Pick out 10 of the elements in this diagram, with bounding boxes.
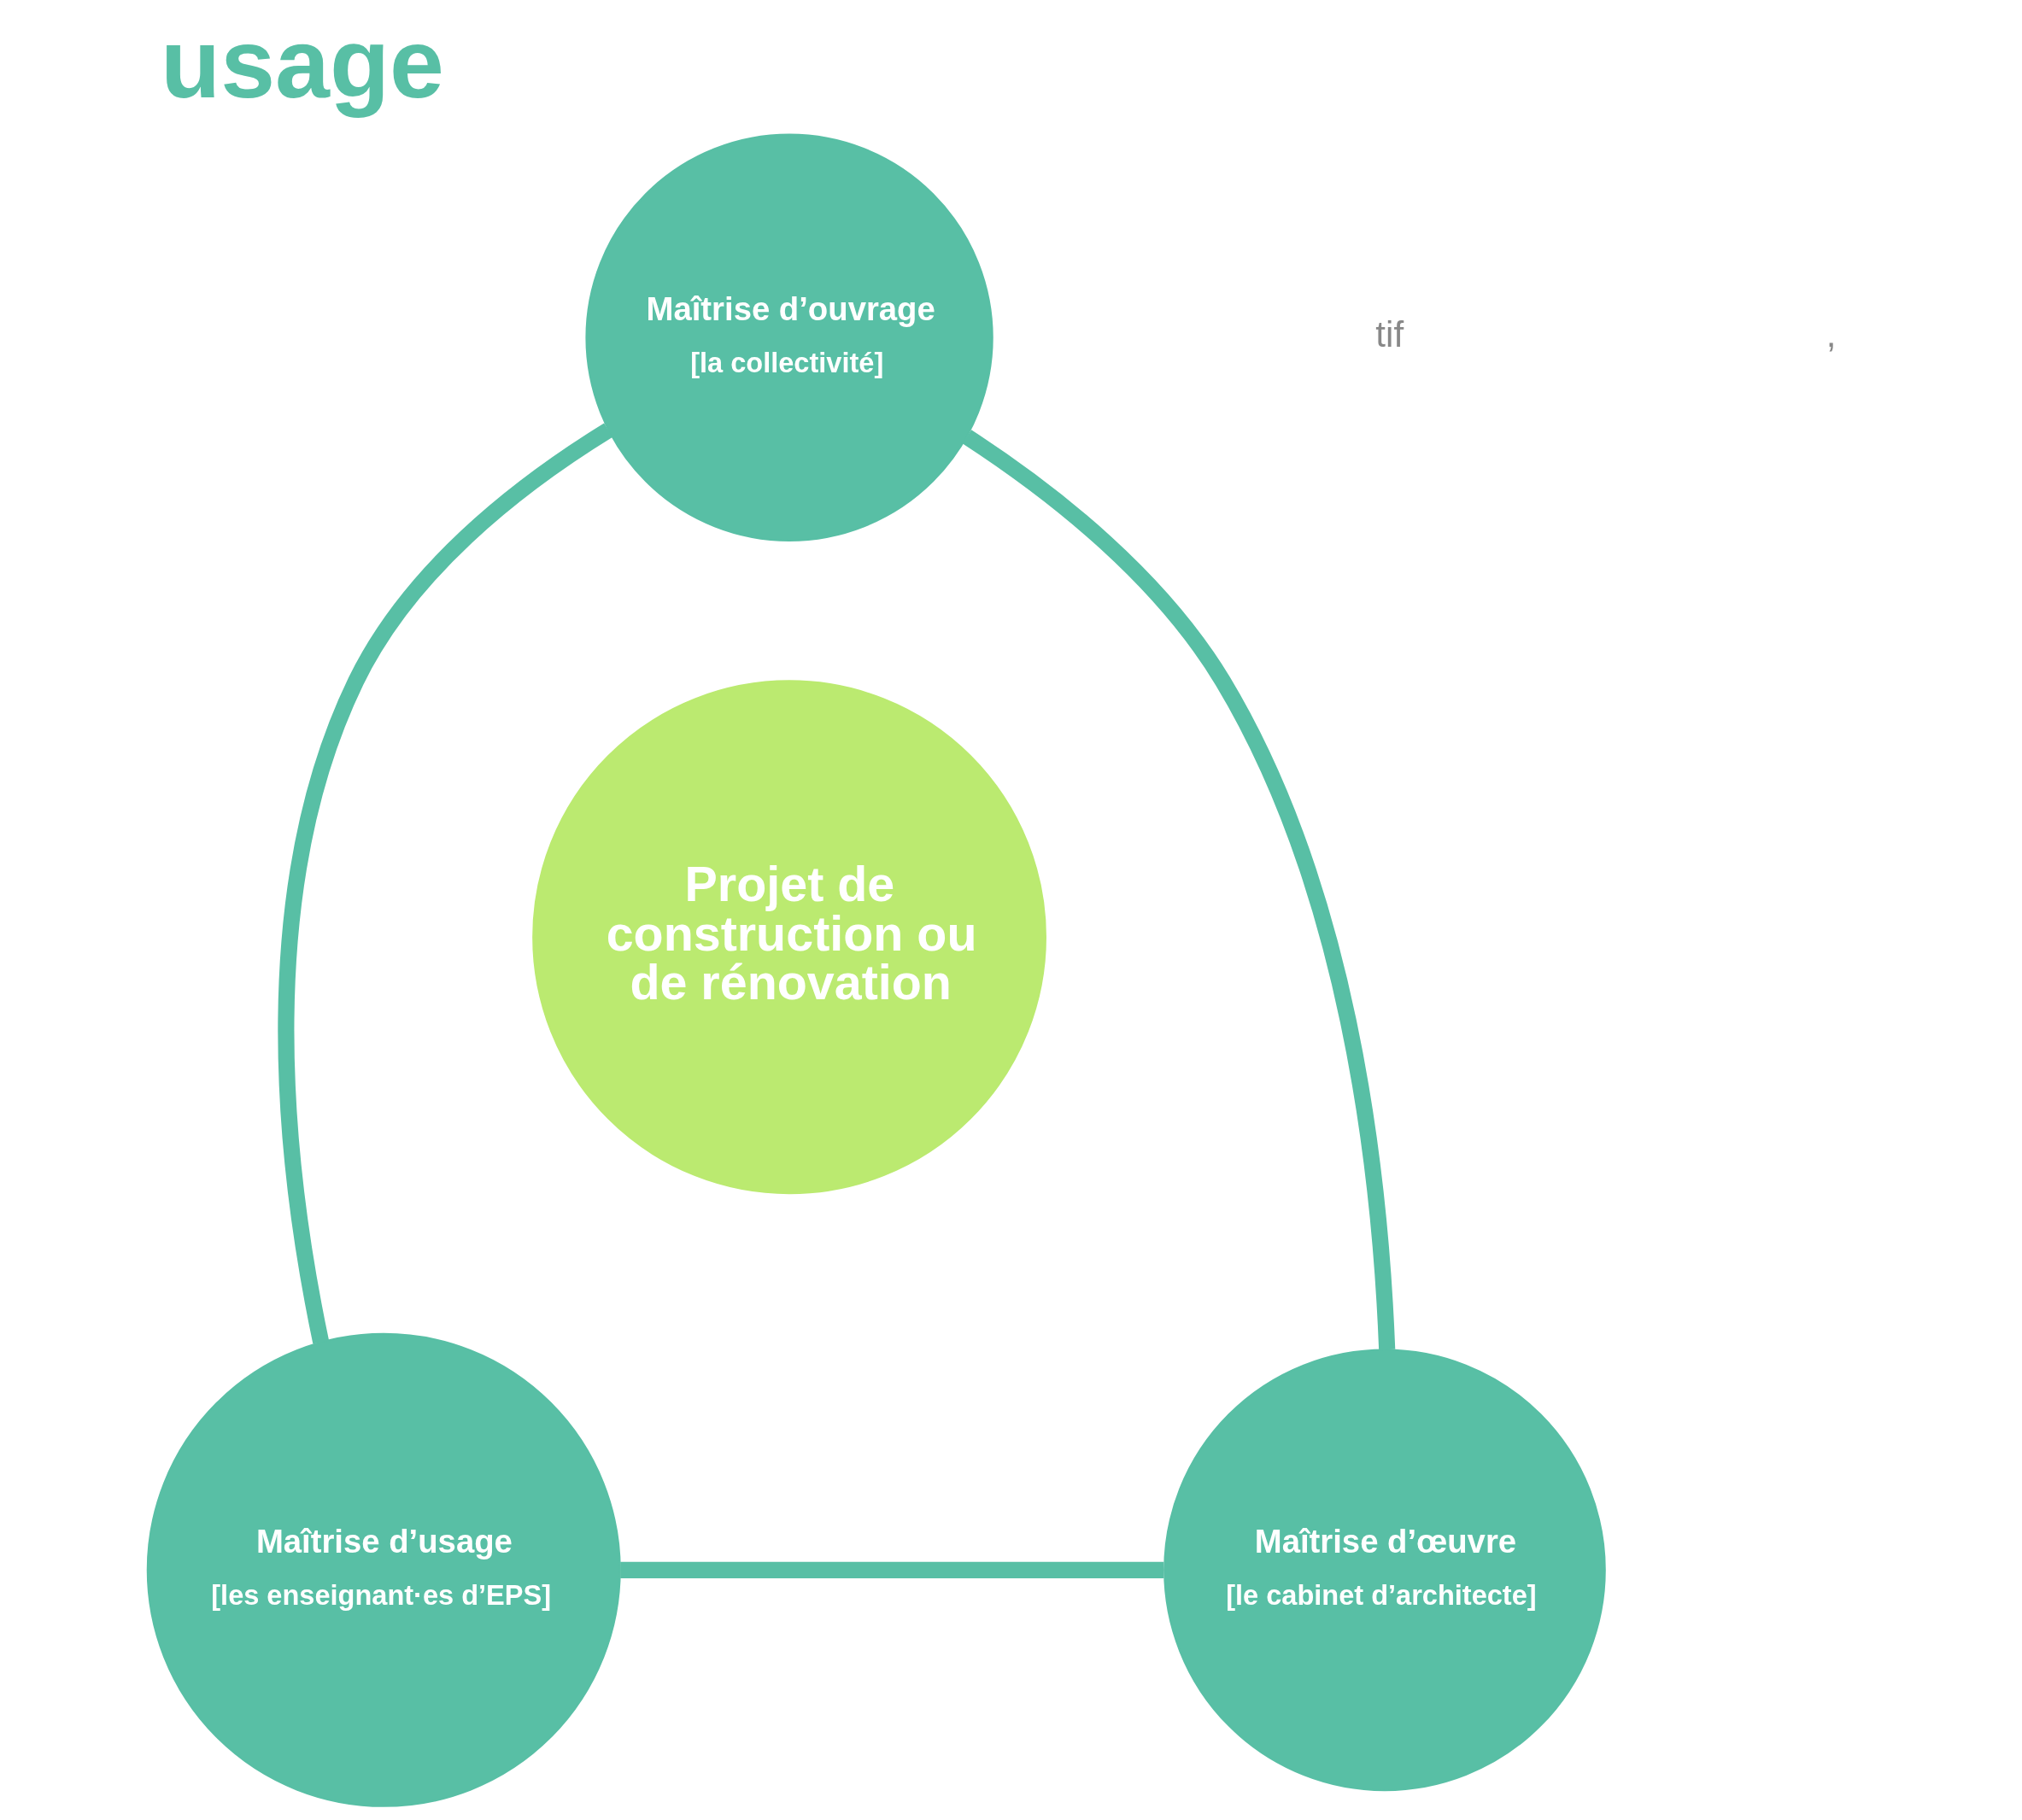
node-circle: Maîtrise d’œuvre [le cabinet d’architecte]: [1163, 1349, 1606, 1792]
label: tif: [1374, 314, 1404, 355]
connector: [619, 1561, 1163, 1578]
node-circle: Maîtrise d’ouvrage [la collectivité]: [584, 133, 993, 541]
node-circle: Projet de construction ou de rénovation: [531, 680, 1046, 1195]
label: ,: [1826, 314, 1836, 355]
diagram-title: usage: [160, 8, 444, 118]
connector: [277, 423, 612, 1344]
node-circle: Maîtrise d’usage [les enseignant·es d’EPS]: [146, 1332, 621, 1807]
connector: [962, 430, 1395, 1350]
